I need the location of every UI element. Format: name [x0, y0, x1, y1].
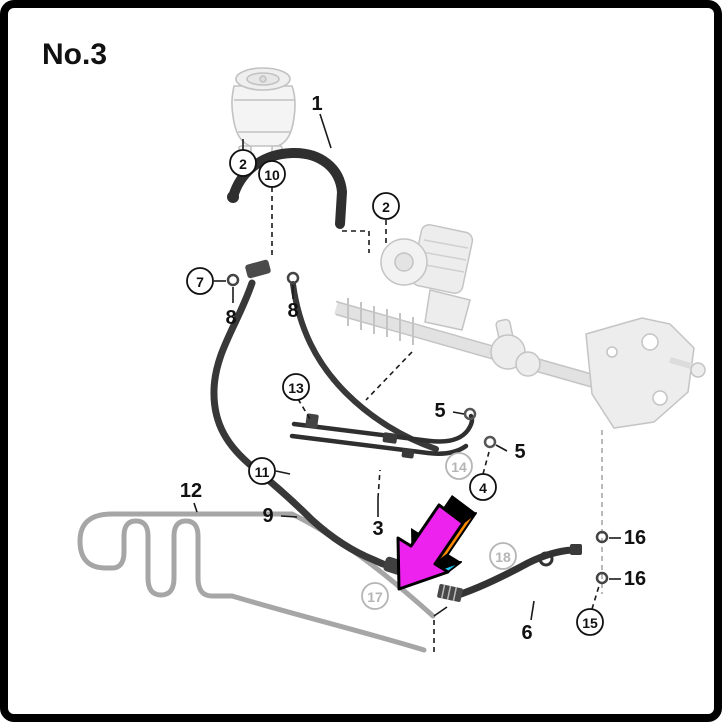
- cooler-line-12: [77, 511, 436, 653]
- rack-bracket-faded: [585, 317, 706, 429]
- arrow-annotation: [396, 495, 477, 591]
- part-label-9: 9: [262, 505, 273, 527]
- callout-circle: [258, 160, 286, 188]
- hoses: [210, 147, 576, 601]
- part-label-8: 8: [287, 300, 298, 322]
- callout-circle: [248, 457, 276, 485]
- leader-lines: [193, 113, 621, 652]
- callout-number: 11: [255, 464, 270, 480]
- callout-number: 4: [479, 480, 487, 496]
- pipe-crimp-a: [382, 432, 398, 444]
- leader-5b: [495, 444, 508, 452]
- callout-number: 13: [288, 380, 304, 396]
- leader-15-dashed: [591, 585, 600, 610]
- callout-number: 2: [239, 156, 247, 172]
- part-label-5: 5: [434, 400, 445, 422]
- union-fitting-8: [245, 259, 271, 279]
- callout-4: 4: [469, 473, 497, 501]
- callout-circle: [186, 267, 214, 295]
- callout-circle: [576, 608, 604, 636]
- callout-circle: [282, 373, 310, 401]
- callout-number: 14: [451, 459, 467, 475]
- cooler-serpentine: [77, 511, 295, 599]
- rack-gear-housing-faded: [490, 318, 541, 377]
- threaded-fitting-6: [437, 584, 463, 602]
- callout-number: 15: [582, 615, 598, 631]
- steering-rack-faded: [334, 224, 706, 594]
- callout-circle: [445, 452, 473, 480]
- leader-9: [280, 515, 298, 518]
- part-label-16: 16: [624, 568, 646, 590]
- leader-6: [530, 600, 535, 621]
- callout-10: 10: [258, 160, 286, 188]
- banjo-ring-8a: [226, 273, 240, 287]
- hose-6-end: [570, 544, 582, 555]
- callout-7: 7: [186, 267, 214, 295]
- pipe-crimp-b: [401, 448, 415, 459]
- washer-16b: [595, 571, 609, 585]
- part-label-16: 16: [624, 527, 646, 549]
- cooler-pipe-lower: [229, 593, 427, 653]
- callout-11: 11: [248, 457, 276, 485]
- callout-13: 13: [282, 373, 310, 401]
- leader-3-dashed: [377, 469, 381, 499]
- callout-circle: [469, 473, 497, 501]
- hose-6: [448, 546, 576, 601]
- leader-11: [275, 470, 291, 475]
- hose-1-end-lug: [227, 191, 239, 203]
- callout-2: 2: [229, 149, 257, 177]
- seal-ring-5a: [463, 407, 477, 421]
- leader-4-dashed: [482, 451, 490, 475]
- rack-tube-faded: [334, 298, 634, 400]
- callout-number: 7: [196, 274, 204, 290]
- leader-5a: [452, 411, 465, 415]
- callout-14: 14: [445, 452, 473, 480]
- part-label-12: 12: [180, 480, 202, 502]
- part-label-5: 5: [514, 441, 525, 463]
- part-label-3: 3: [372, 518, 383, 540]
- part-label-8: 8: [225, 307, 236, 329]
- leader-1: [319, 113, 332, 149]
- leader-13-dashed: [297, 398, 311, 420]
- callout-number: 2: [382, 199, 390, 215]
- page-title: No.3: [42, 38, 107, 71]
- callout-number: 18: [495, 549, 511, 565]
- callout-circle: [489, 542, 517, 570]
- part-label-1: 1: [311, 93, 322, 115]
- pipes-to-rack-dashed: [365, 351, 413, 401]
- leader-12: [193, 502, 198, 513]
- reservoir: [231, 67, 296, 157]
- hose-6-ring: [538, 551, 554, 567]
- cooler-connect-short: [433, 606, 448, 617]
- callout-circle: [361, 582, 389, 610]
- arrow-front-face: [396, 503, 465, 591]
- callout-circle: [229, 149, 257, 177]
- callout-18: 18: [489, 542, 517, 570]
- callout-number: 10: [264, 167, 280, 183]
- callout-2: 2: [372, 192, 400, 220]
- washer-16a: [595, 530, 609, 544]
- callout-circle: [372, 192, 400, 220]
- banjo-ring-8b: [286, 271, 300, 285]
- callout-15: 15: [576, 608, 604, 636]
- power-steering-pump-faded: [380, 224, 474, 331]
- pump-connect-dashed: [342, 230, 370, 253]
- pipe-3-lower: [289, 433, 469, 456]
- callout-number: 17: [367, 589, 383, 605]
- part-label-6: 6: [521, 622, 532, 644]
- cooler-pipe-upper: [289, 511, 436, 619]
- callout-17: 17: [361, 582, 389, 610]
- seal-ring-5b: [483, 435, 497, 449]
